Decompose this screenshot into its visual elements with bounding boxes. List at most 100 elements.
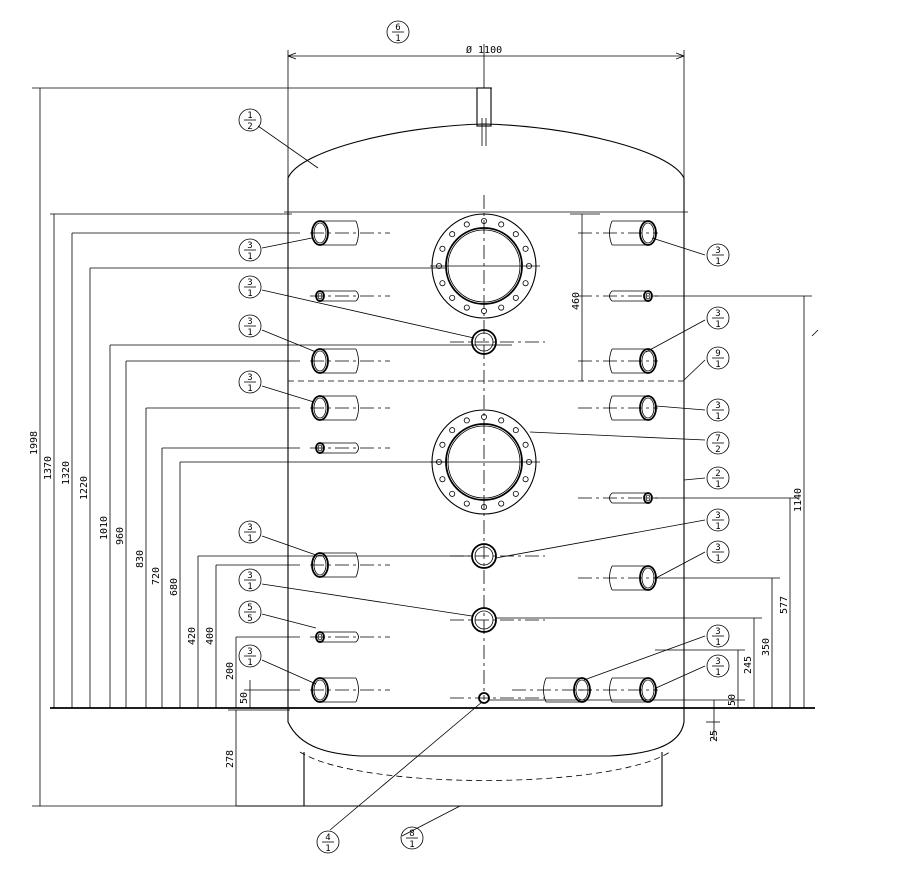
- dim-50-right: 50: [727, 694, 738, 706]
- balloon-quantity: 5: [247, 614, 252, 624]
- side-nozzle: [578, 290, 658, 302]
- bolt-hole: [498, 221, 505, 228]
- bolt-hole: [439, 245, 446, 252]
- manhole-bolts: [435, 217, 533, 510]
- balloon-quantity: 1: [715, 360, 720, 370]
- balloon-item-number: 7: [715, 434, 720, 444]
- bolt-hole: [512, 231, 519, 238]
- balloon-item-number: 3: [715, 246, 720, 256]
- dim-245: 245: [743, 656, 754, 674]
- tank-body: [50, 87, 815, 807]
- side-nozzle: [578, 220, 658, 246]
- bolt-hole: [439, 476, 446, 483]
- balloon-b4-1: 41: [316, 830, 340, 854]
- balloon-quantity: 1: [247, 534, 252, 544]
- bolt-hole: [449, 294, 456, 301]
- leader-lines: [257, 44, 706, 837]
- balloon-item-number: 3: [715, 309, 720, 319]
- balloon-item-number: 3: [715, 627, 720, 637]
- balloon-b3-1-r1: 31: [706, 243, 730, 267]
- side-nozzle: [578, 565, 658, 591]
- balloon-quantity: 1: [715, 668, 720, 678]
- balloon-b3-1-b: 31: [238, 275, 262, 299]
- balloon-item-number: 3: [247, 373, 252, 383]
- balloon-b3-1-g: 31: [238, 644, 262, 668]
- bolt-hole: [463, 500, 470, 507]
- bolt-hole: [512, 294, 519, 301]
- balloon-quantity: 1: [395, 34, 400, 44]
- balloon-item-number: 3: [247, 241, 252, 251]
- balloon-b3-1-a: 31: [238, 238, 262, 262]
- bolt-hole: [439, 280, 446, 287]
- balloon-item-number: 5: [247, 603, 252, 613]
- side-nozzles: [310, 220, 658, 703]
- balloon-quantity: 1: [247, 289, 252, 299]
- dim-1370: 1370: [43, 456, 54, 480]
- side-nozzle: [578, 492, 658, 504]
- manhole-upper: [430, 213, 540, 319]
- balloon-quantity: 1: [715, 412, 720, 422]
- dimension-arrows: [287, 52, 685, 60]
- bolt-hole: [498, 417, 505, 424]
- side-nozzle: [310, 631, 390, 643]
- side-nozzle: [310, 677, 390, 703]
- dim-420: 420: [187, 627, 198, 645]
- balloon-item-number: 9: [715, 349, 720, 359]
- dim-960: 960: [115, 527, 126, 545]
- balloon-b2-1: 21: [706, 466, 730, 490]
- bolt-hole: [522, 476, 529, 483]
- side-nozzle: [310, 442, 390, 454]
- balloon-item-number: 3: [715, 657, 720, 667]
- balloon-item-number: 3: [715, 511, 720, 521]
- balloon-item-number: 3: [715, 401, 720, 411]
- balloon-quantity: 1: [247, 252, 252, 262]
- balloon-b3-1-r5: 31: [706, 540, 730, 564]
- dim-25: 25: [709, 730, 720, 742]
- side-nozzle: [310, 348, 390, 374]
- balloon-quantity: 1: [715, 554, 720, 564]
- bolt-hole: [522, 441, 529, 448]
- balloon-quantity: 1: [247, 328, 252, 338]
- balloon-item-number: 2: [715, 469, 720, 479]
- balloon-b9-1: 91: [706, 346, 730, 370]
- bottom-head: [287, 708, 685, 757]
- dim-1140: 1140: [793, 488, 804, 512]
- dim-200: 200: [225, 662, 236, 680]
- bolt-hole: [526, 262, 533, 269]
- bolt-hole: [463, 417, 470, 424]
- bolt-hole: [480, 307, 487, 314]
- balloon-quantity: 1: [247, 658, 252, 668]
- dim-577: 577: [779, 596, 790, 614]
- balloon-quantity: 1: [247, 582, 252, 592]
- balloon-b3-1-c: 31: [238, 314, 262, 338]
- dim-460: 460: [571, 292, 582, 310]
- side-nozzle: [578, 395, 658, 421]
- balloon-b3-1-r3: 31: [706, 398, 730, 422]
- side-nozzle: [512, 677, 592, 703]
- balloon-b3-1-d: 31: [238, 370, 262, 394]
- side-nozzle: [310, 290, 390, 302]
- balloon-b1-2: 12: [238, 108, 262, 132]
- bolt-hole: [526, 458, 533, 465]
- balloon-item-number: 3: [247, 647, 252, 657]
- balloon-item-number: 6: [395, 23, 400, 33]
- side-nozzle: [310, 552, 390, 578]
- balloon-b3-1-r2: 31: [706, 306, 730, 330]
- dim-diameter: Ø 1100: [466, 44, 502, 56]
- top-nozzle: [476, 87, 492, 127]
- balloon-b3-1-r7: 31: [706, 654, 730, 678]
- bolt-hole: [463, 304, 470, 311]
- bolt-hole: [498, 500, 505, 507]
- balloon-item-number: 3: [715, 543, 720, 553]
- front-nozzles: [450, 329, 545, 704]
- balloon-b3-1-r6: 31: [706, 624, 730, 648]
- balloon-item-number: 3: [247, 571, 252, 581]
- manhole-lower: [430, 409, 540, 515]
- dim-1010: 1010: [99, 516, 110, 540]
- balloon-item-number: 4: [325, 833, 330, 843]
- dim-680: 680: [169, 578, 180, 596]
- balloon-quantity: 2: [247, 122, 252, 132]
- bolt-hole: [480, 503, 487, 510]
- balloon-quantity: 1: [715, 257, 720, 267]
